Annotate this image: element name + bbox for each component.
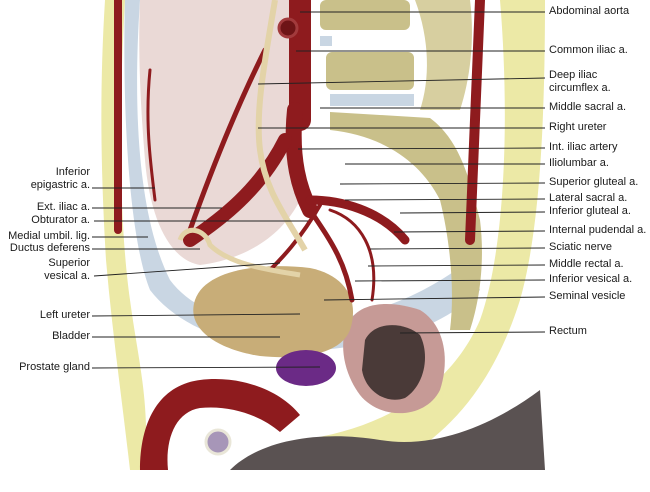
label-deep-iliac-2: circumflex a.: [549, 82, 611, 94]
label-superior-vesical-2: vesical a.: [44, 270, 90, 282]
label-ext-iliac: Ext. iliac a.: [36, 201, 90, 213]
label-inferior-vesical: Inferior vesical a.: [549, 273, 633, 285]
label-superior-vesical-1: Superior: [48, 257, 90, 269]
deep-iliac-circumflex-artery: [187, 47, 268, 233]
label-left-ureter: Left ureter: [39, 309, 90, 321]
right-ureter: [255, 0, 308, 252]
label-ductus-deferens: Ductus deferens: [9, 242, 90, 254]
vertebral-column: [320, 0, 482, 330]
label-middle-rectal: Middle rectal a.: [549, 258, 624, 270]
label-iliolumbar: Iliolumbar a.: [549, 157, 609, 169]
testis-cord: [204, 428, 232, 456]
label-right-ureter: Right ureter: [549, 121, 607, 133]
label-rectum: Rectum: [549, 325, 587, 337]
rectum: [343, 304, 445, 414]
label-common-iliac: Common iliac a.: [549, 44, 628, 56]
posterior-fat-layer: [300, 0, 545, 470]
perineal-skin: [230, 390, 545, 470]
label-lateral-sacral: Lateral sacral a.: [549, 192, 628, 204]
label-obturator: Obturator a.: [31, 214, 90, 226]
left-ureter-loop: [177, 228, 301, 278]
label-inferior-epigastric-2: epigastric a.: [30, 179, 90, 191]
prostate-gland: [276, 350, 336, 386]
label-bladder: Bladder: [52, 330, 90, 342]
label-seminal-vesicle: Seminal vesicle: [549, 290, 626, 302]
label-deep-iliac-1: Deep iliac: [549, 69, 598, 81]
internal-iliac-branches: [305, 195, 410, 245]
label-abdominal-aorta: Abdominal aorta: [549, 5, 630, 17]
anterior-fat-layer: [101, 0, 147, 470]
aorta-cross-section: [277, 17, 299, 39]
label-prostate-gland: Prostate gland: [19, 361, 90, 373]
leader-lines-left: [91, 187, 321, 369]
label-inferior-epigastric-1: Inferior: [55, 166, 90, 178]
common-iliac-artery: [285, 102, 318, 218]
label-int-iliac: Int. iliac artery: [549, 141, 618, 153]
bladder: [193, 266, 354, 358]
label-medial-umbil-lig: Medial umbil. lig.: [8, 230, 90, 242]
pelvic-fascia: [124, 0, 480, 351]
penile-corpus: [140, 379, 300, 470]
inferior-epigastric-artery: [146, 68, 157, 202]
label-sciatic-nerve: Sciatic nerve: [549, 241, 612, 253]
label-internal-pudendal: Internal pudendal a.: [549, 224, 647, 236]
leader-lines-right: [257, 11, 546, 334]
pelvis-section: [101, 0, 545, 470]
label-middle-sacral: Middle sacral a.: [549, 101, 627, 113]
label-superior-gluteal: Superior gluteal a.: [549, 176, 639, 188]
label-inferior-gluteal: Inferior gluteal a.: [549, 205, 631, 217]
